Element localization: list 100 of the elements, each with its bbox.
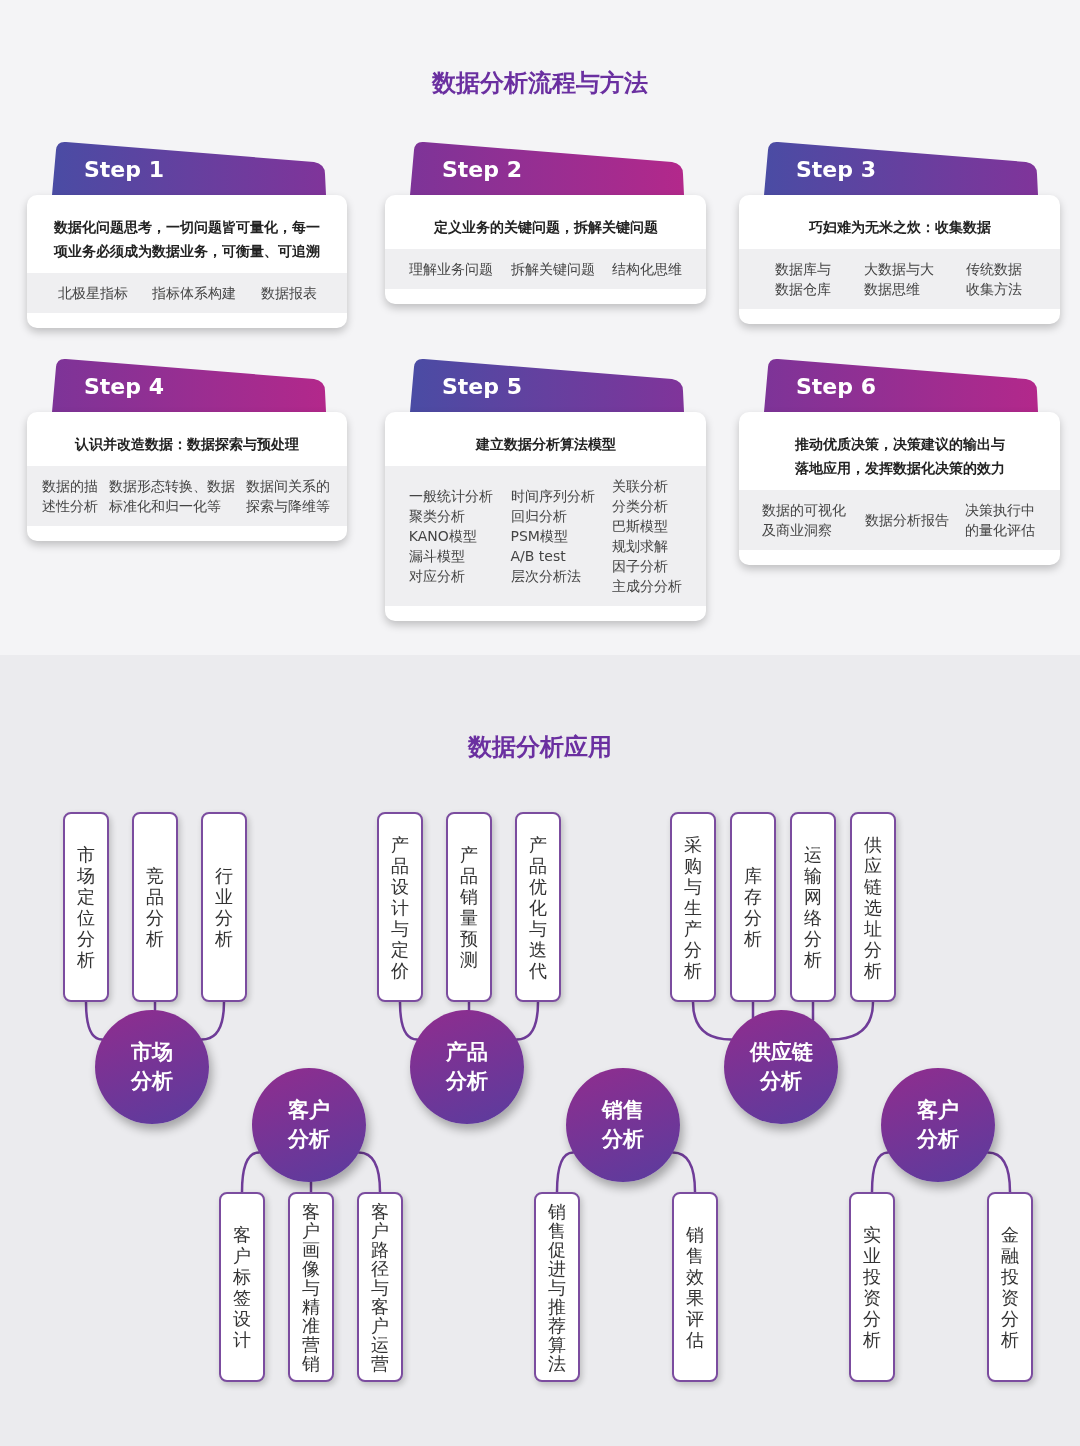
card-heading: 巧妇难为无米之炊：收集数据 bbox=[808, 218, 991, 237]
item-label: 数据报表 bbox=[260, 284, 317, 303]
category-label: 产品分析 bbox=[445, 1039, 489, 1095]
category-circle bbox=[95, 1010, 209, 1124]
item-label: 规划求解 bbox=[612, 537, 669, 556]
item-label: A/B test bbox=[510, 547, 566, 566]
item-label: 结构化思维 bbox=[612, 260, 683, 279]
step-tab bbox=[52, 358, 326, 412]
step-tab bbox=[410, 141, 684, 195]
item-label: 北极星指标 bbox=[57, 284, 128, 303]
step-tab bbox=[410, 358, 684, 412]
item-label: 决策执行中的量化评估 bbox=[965, 501, 1037, 540]
item-label: 数据形态转换、数据标准化和归一化等 bbox=[109, 477, 236, 516]
topic-card bbox=[219, 1192, 265, 1382]
topic-card bbox=[515, 812, 561, 1002]
topic-card bbox=[670, 812, 716, 1002]
topic-label: 供应链选址分析 bbox=[864, 833, 882, 981]
step-label: Step 5 bbox=[442, 374, 522, 400]
topic-card bbox=[446, 812, 492, 1002]
item-label: 聚类分析 bbox=[408, 507, 465, 526]
topic-label: 产品设计与定价 bbox=[391, 833, 409, 981]
step-label: Step 1 bbox=[84, 157, 164, 183]
topic-card bbox=[288, 1192, 334, 1382]
item-label: KANO模型 bbox=[408, 527, 477, 546]
item-label: 指标体系构建 bbox=[152, 284, 236, 303]
connector-line bbox=[309, 1180, 313, 1194]
item-label: 分类分析 bbox=[612, 497, 669, 516]
topic-card bbox=[850, 812, 896, 1002]
card-heading: 定义业务的关键问题，拆解关键问题 bbox=[433, 218, 658, 237]
section-panel bbox=[0, 655, 1080, 1446]
connector-line bbox=[240, 1151, 261, 1194]
card-heading: 认识并改造数据：数据探索与预处理 bbox=[75, 435, 299, 454]
topic-label: 销售促进与推荐算法 bbox=[548, 1201, 566, 1373]
category-label: 客户分析 bbox=[287, 1097, 331, 1153]
item-label: 关联分析 bbox=[612, 477, 669, 496]
item-label: 数据分析报告 bbox=[864, 511, 949, 530]
topic-label: 库存分析 bbox=[744, 865, 762, 949]
category-circle bbox=[881, 1068, 995, 1182]
topic-label: 产品优化与迭代 bbox=[529, 833, 547, 981]
connector-line bbox=[515, 1000, 540, 1041]
connector-line bbox=[986, 1151, 1012, 1194]
item-label: 数据的可视化及商业洞察 bbox=[761, 501, 847, 540]
step-card bbox=[385, 412, 706, 621]
connector-line bbox=[870, 1151, 890, 1194]
item-label: 数据库与数据仓库 bbox=[775, 260, 833, 299]
topic-card bbox=[849, 1192, 895, 1382]
card-heading: 推动优质决策，决策建议的输出与落地应用，发挥数据化决策的效力 bbox=[793, 435, 1006, 478]
step-card bbox=[739, 412, 1060, 565]
connector-line bbox=[691, 1000, 733, 1041]
topic-card bbox=[357, 1192, 403, 1382]
item-label: 一般统计分析 bbox=[408, 487, 493, 506]
topic-card bbox=[534, 1192, 580, 1382]
item-label: 数据间关系的探索与降维等 bbox=[246, 477, 331, 516]
topic-card bbox=[730, 812, 776, 1002]
item-label: 拆解关键问题 bbox=[510, 260, 595, 279]
connector-line bbox=[398, 1000, 419, 1041]
step-card bbox=[385, 195, 706, 304]
topic-label: 运输网络分析 bbox=[804, 844, 822, 970]
step-label: Step 2 bbox=[442, 157, 522, 183]
connector-line bbox=[829, 1000, 875, 1041]
connector-line bbox=[357, 1151, 382, 1194]
topic-label: 客户画像与精准营销 bbox=[302, 1201, 320, 1373]
step-label: Step 6 bbox=[796, 374, 876, 400]
topic-card bbox=[377, 812, 423, 1002]
category-circle bbox=[724, 1010, 838, 1124]
category-circle bbox=[566, 1068, 680, 1182]
item-label: 回归分析 bbox=[510, 507, 567, 526]
step-tab bbox=[764, 141, 1038, 195]
category-label: 销售分析 bbox=[601, 1097, 645, 1153]
step-card bbox=[27, 195, 347, 328]
section-title: 数据分析应用 bbox=[468, 732, 612, 762]
step-card bbox=[739, 195, 1060, 324]
topic-card bbox=[790, 812, 836, 1002]
card-heading: 数据化问题思考，一切问题皆可量化，每一项业务必须成为数据业务，可衡量、可追溯 bbox=[53, 218, 321, 261]
topic-label: 客户标签设计 bbox=[233, 1224, 251, 1350]
topic-card bbox=[987, 1192, 1033, 1382]
item-label: 层次分析法 bbox=[510, 567, 581, 586]
step-tab bbox=[764, 358, 1038, 412]
connector-line bbox=[671, 1151, 697, 1194]
step-label: Step 3 bbox=[796, 157, 876, 183]
category-label: 供应链分析 bbox=[748, 1039, 814, 1095]
category-circle bbox=[252, 1068, 366, 1182]
connector-line bbox=[200, 1000, 226, 1041]
topic-card bbox=[672, 1192, 718, 1382]
item-label: 漏斗模型 bbox=[408, 547, 465, 566]
item-label: 巴斯模型 bbox=[612, 517, 669, 536]
connector-line bbox=[555, 1151, 575, 1194]
topic-label: 产品销量预测 bbox=[460, 844, 478, 970]
topic-label: 金融投资分析 bbox=[1001, 1224, 1019, 1350]
topic-label: 销售效果评估 bbox=[686, 1224, 704, 1350]
item-label: 传统数据收集方法 bbox=[965, 260, 1023, 299]
topic-card bbox=[132, 812, 178, 1002]
step-tab bbox=[52, 141, 326, 195]
connector-line bbox=[153, 1000, 157, 1012]
connector-line bbox=[84, 1000, 104, 1041]
step-card bbox=[27, 412, 347, 541]
connector-line bbox=[467, 1000, 471, 1012]
topic-label: 行业分析 bbox=[215, 865, 233, 949]
card-heading: 建立数据分析算法模型 bbox=[475, 435, 616, 454]
item-label: 大数据与大数据思维 bbox=[863, 260, 935, 299]
